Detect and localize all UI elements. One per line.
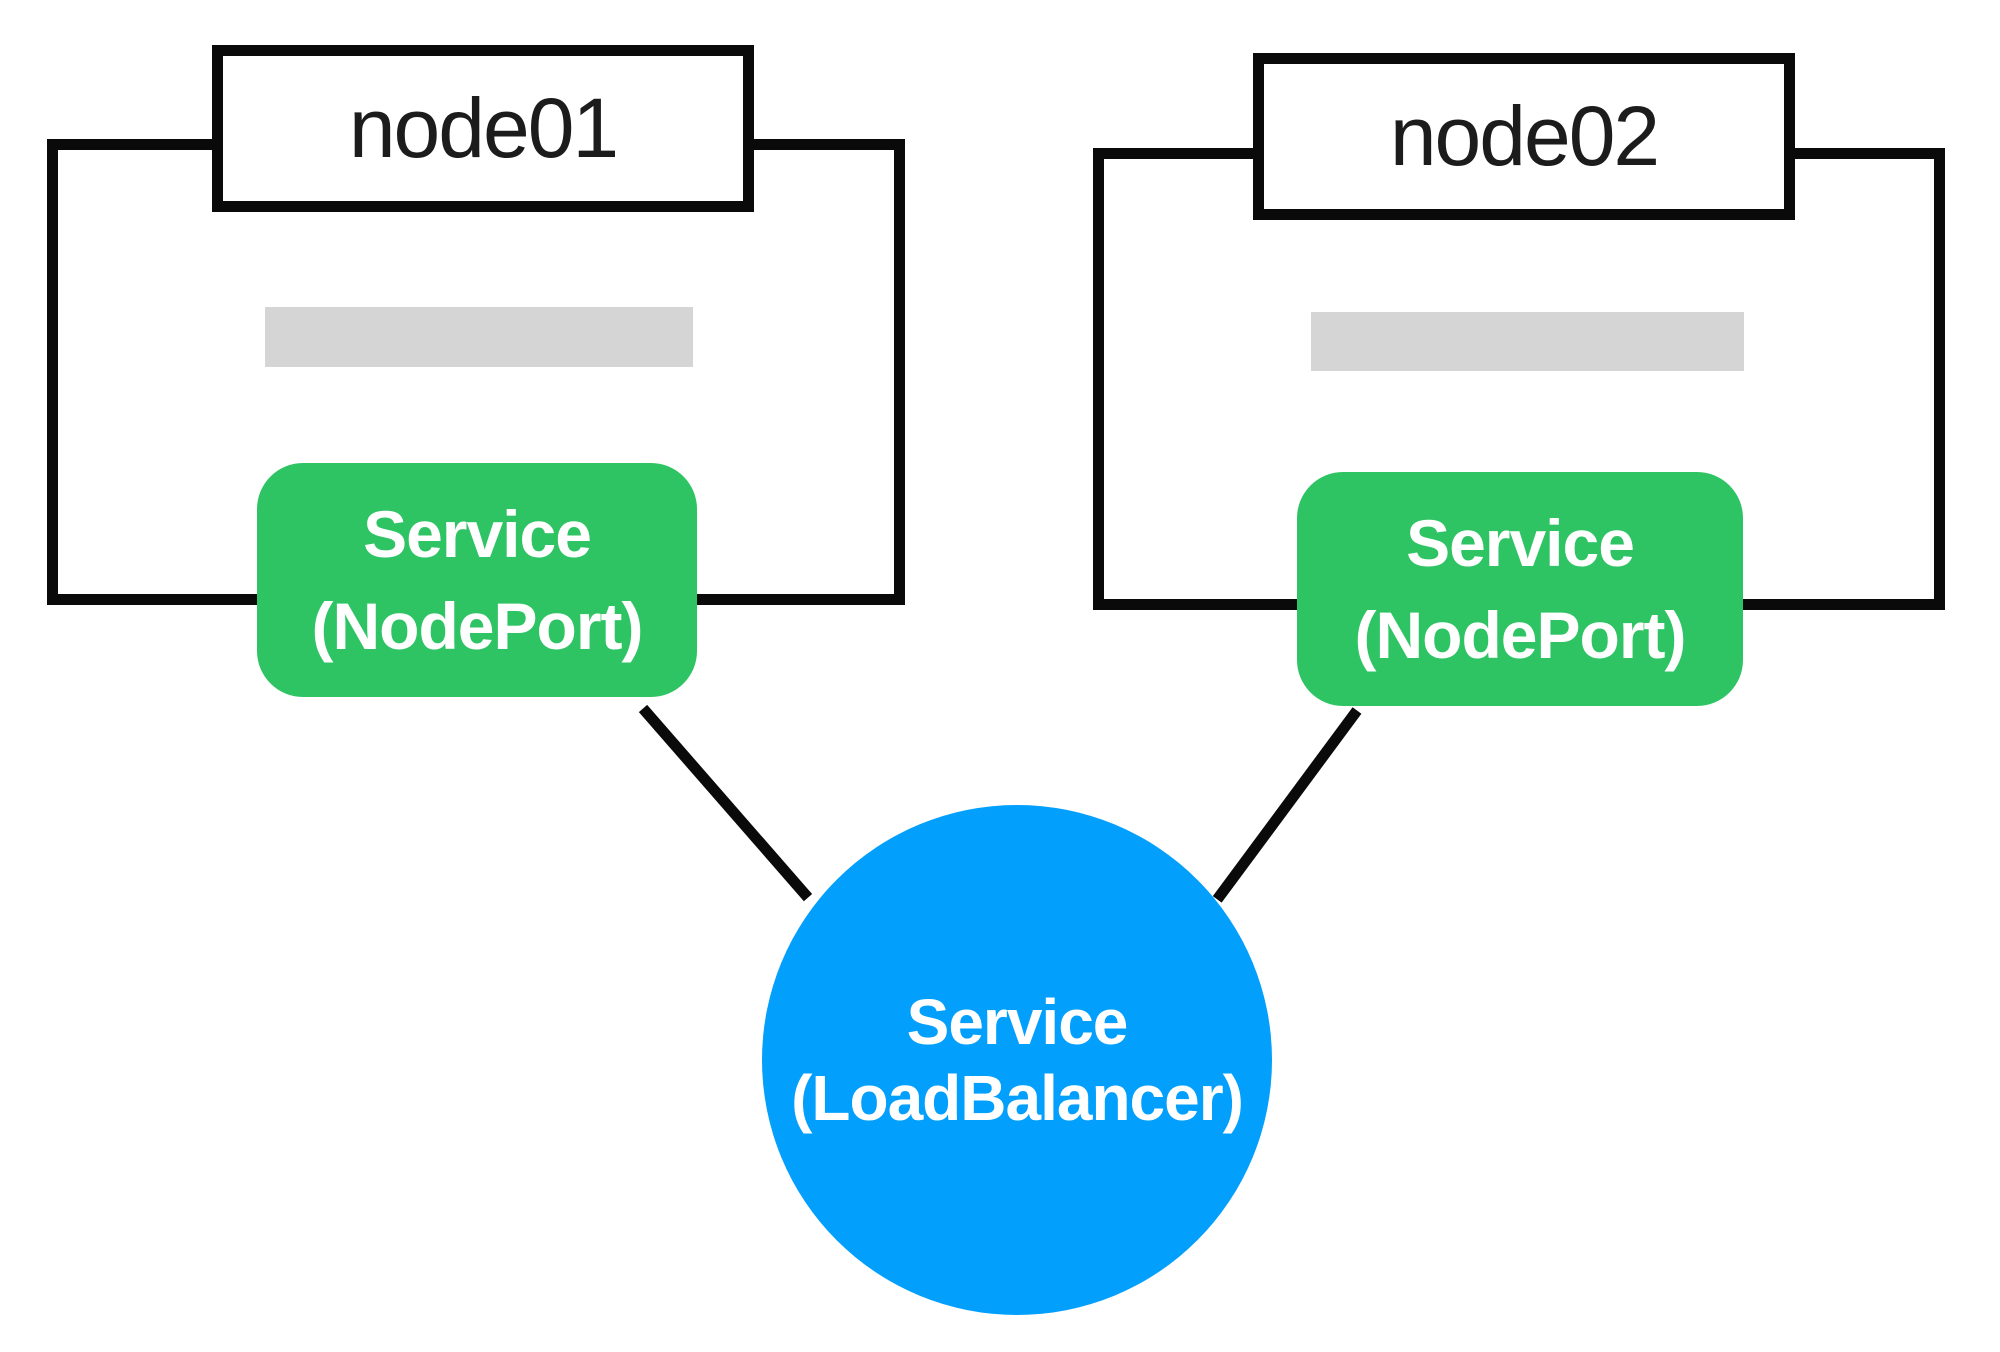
service-loadbalancer-label-line1: Service xyxy=(906,986,1129,1058)
service-loadbalancer-label-line2: (LoadBalancer) xyxy=(791,1062,1244,1134)
service-nodeport-label-line1: Service xyxy=(1406,506,1635,580)
node01-title-box: node01 xyxy=(212,45,754,212)
service-loadbalancer-circle: Service (LoadBalancer) xyxy=(762,805,1272,1315)
node02-title-box: node02 xyxy=(1253,53,1795,220)
service-nodeport-label-line2: (NodePort) xyxy=(1354,598,1687,672)
connector-node01-to-loadbalancer xyxy=(638,704,813,902)
service-nodeport-label-line2: (NodePort) xyxy=(311,589,644,663)
node02-title: node02 xyxy=(1389,89,1660,183)
node01-placeholder-bar xyxy=(265,307,693,367)
service-nodeport-label-line1: Service xyxy=(363,497,592,571)
connector-node02-to-loadbalancer xyxy=(1212,707,1362,903)
node02-service-nodeport-box: Service (NodePort) xyxy=(1297,472,1743,706)
node02-placeholder-bar xyxy=(1311,312,1744,371)
node01-service-nodeport-box: Service (NodePort) xyxy=(257,463,697,697)
node01-title: node01 xyxy=(348,81,619,175)
